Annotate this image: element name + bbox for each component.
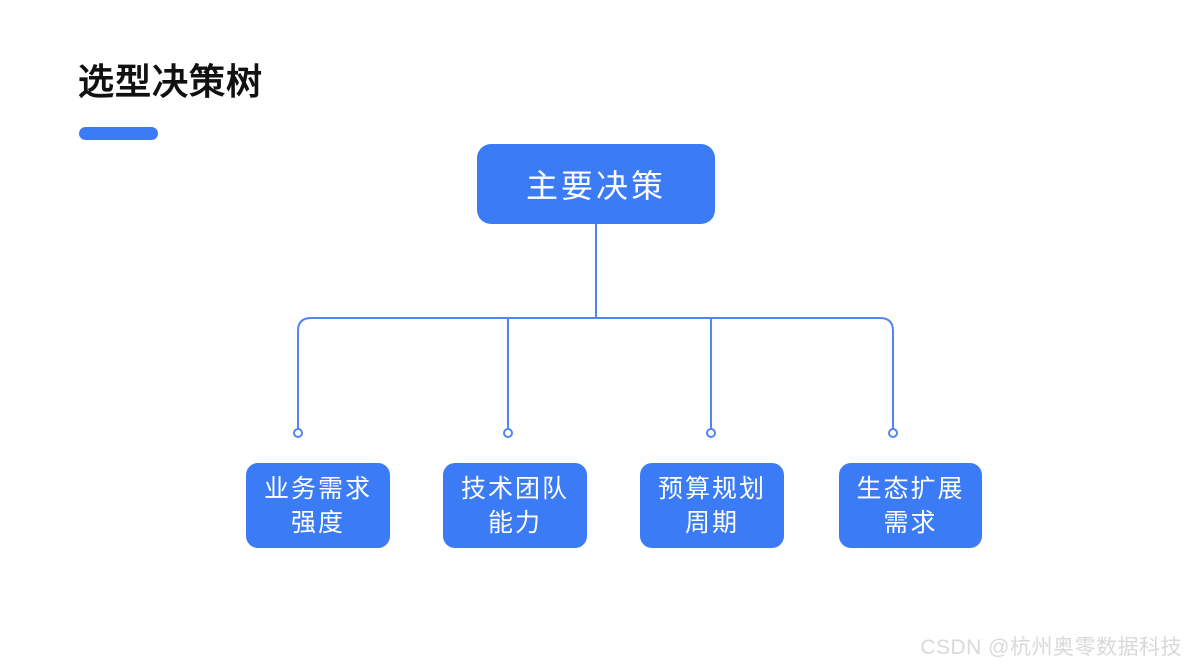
page-title: 选型决策树	[78, 61, 264, 102]
node-label-line2: 能力	[487, 508, 542, 537]
tree-node-root: 主要决策	[477, 144, 715, 224]
tree-node-budget-cycle: 预算规划 周期	[640, 463, 784, 548]
tree-node-root-label: 主要决策	[525, 168, 666, 204]
node-label-line1: 业务需求	[263, 474, 372, 503]
csdn-watermark: CSDN @杭州奥零数据科技	[920, 636, 1182, 659]
connector-endpoint-circle-2	[503, 428, 513, 438]
node-label-line2: 周期	[684, 508, 739, 537]
tree-node-ecosystem-expansion: 生态扩展 需求	[839, 463, 982, 548]
tree-node-team-capability: 技术团队 能力	[443, 463, 587, 548]
title-accent-bar	[79, 127, 158, 140]
connector-endpoint-circle-4	[888, 428, 898, 438]
node-label-line1: 技术团队	[460, 474, 569, 503]
node-label-line2: 需求	[883, 508, 938, 537]
connector-endpoint-circle-3	[706, 428, 716, 438]
node-label-line1: 预算规划	[657, 474, 766, 503]
node-label-line1: 生态扩展	[856, 474, 965, 503]
connector-branch-outer	[297, 317, 894, 430]
connector-endpoint-circle-1	[293, 428, 303, 438]
tree-node-business-demand: 业务需求 强度	[246, 463, 390, 548]
node-label-line2: 强度	[290, 508, 345, 537]
